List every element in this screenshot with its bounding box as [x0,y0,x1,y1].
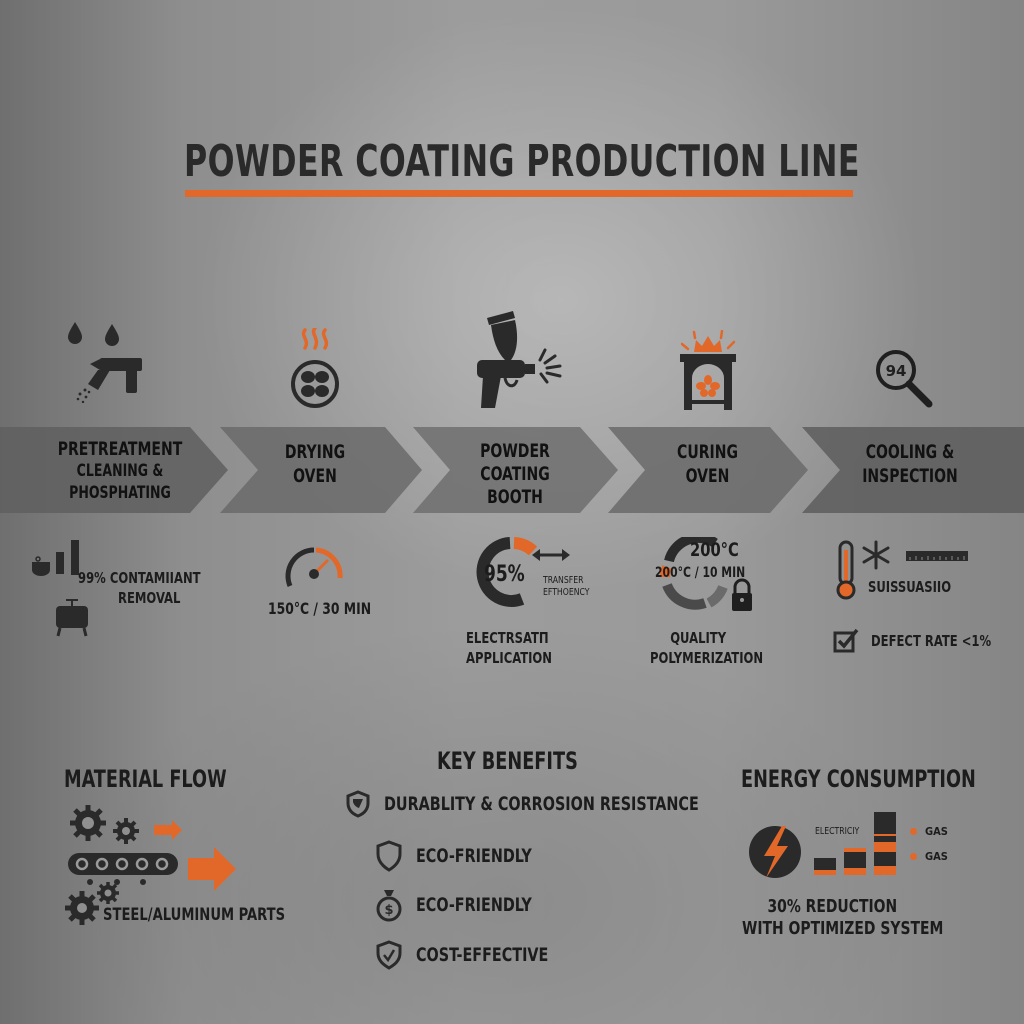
stage-title: BOOTH [487,486,543,508]
spray-gun-icon [477,311,562,408]
ruler-icon [906,551,968,561]
stage-subtitle: CLEANING & [76,461,164,481]
chevron-coating [413,427,618,513]
small-arrow-icon [154,820,182,840]
benefit-label: COST-EFFECTIVE [416,944,549,966]
stage-title: INSPECTION [862,465,958,487]
process-ribbon [0,427,1024,513]
heated-fan-icon [291,328,339,408]
benefit-item: DURABLITY & CORROSION RESISTANCE [346,790,759,818]
cooling-garbled-text: SUISSUASIIO [868,578,952,596]
stage-drying: DRYING OVEN [270,440,360,488]
stage-title: PRETREATMENT [57,438,183,460]
energy-caption: 30% REDUCTION WITH OPTIMIZED SYSTEM [742,896,944,940]
lightning-bolt-icon [749,826,801,878]
material-flow-title: MATERIAL FLOW [64,765,227,793]
gauge-icon [285,547,343,587]
checkbox-icon [833,628,859,653]
key-benefits-title: KEY BENEFITS [437,747,578,775]
chevron-curing [608,427,808,513]
magnifier-icon: 94 [876,350,933,408]
legend-swatch [910,828,917,835]
stage-title: OVEN [293,465,337,487]
gear-icon [97,882,119,904]
large-arrow-icon [188,847,236,891]
energy-caption-line2: WITH OPTIMIZED SYSTEM [742,918,944,939]
gear-icon [70,805,106,841]
gear-icon [113,818,139,844]
conveyor-gears-icon [65,805,236,925]
defect-rate: DEFECT RATE <1% [871,632,992,650]
benefit-item: ECO-FRIENDLY [376,840,554,872]
curing-quality: QUALITY POLYMERIZATION [650,628,764,668]
stage-curing: CURING OVEN [660,440,754,488]
energy-title: ENERGY CONSUMPTION [741,765,976,793]
stage-title: POWDER [480,440,550,462]
benefit-label: ECO-FRIENDLY [416,845,532,867]
stage-title: COATING [480,463,550,485]
coating-method-line1: ELECTRSATΠ [466,629,549,647]
shield-filled-icon [346,790,370,818]
snowflake-icon [862,540,890,570]
stage-cooling: COOLING & INSPECTION [857,440,964,488]
transfer-line1: TRANSFER [543,575,584,586]
energy-caption-line1: 30% REDUCTION [767,896,898,917]
legend-swatch [910,853,917,860]
shield-outline-icon [376,840,402,872]
legend-label: GAS [925,850,948,863]
chevron-pretreatment [0,427,228,513]
benefit-item: $ ECO-FRIENDLY [376,888,554,922]
benefit-label: ECO-FRIENDLY [416,894,532,916]
stage-pretreatment: PRETREATMENT CLEANING & PHOSPHATING [54,438,185,504]
thermometer-icon [836,540,856,600]
energy-chart [749,812,896,878]
energy-bar-label: ELECTRICIY [815,826,860,837]
benefit-label: DURABLITY & CORROSION RESISTANCE [384,793,699,815]
conveyor-belt-icon [68,853,178,875]
stage-title: CURING [677,441,738,463]
coating-efficiency-percent: 95% [484,562,525,587]
title-underline [185,190,853,197]
transfer-line2: EFTHOENCY [543,587,590,598]
coating-transfer-label: TRANSFER EFTHOENCY [543,575,589,599]
coating-method: ELECTRSATΠ APPLICATION [466,628,552,668]
curing-quality-line1: QUALITY [670,629,727,647]
curing-quality-line2: POLYMERIZATION [650,649,764,667]
stage-title: DRYING [284,441,346,463]
drying-temp-time: 150°C / 30 MIN [268,599,372,618]
shield-check-icon [376,940,402,970]
stage-title: COOLING & [865,441,955,463]
stage-title: OVEN [685,465,730,487]
gear-icon [65,891,99,925]
page-title: POWDER COATING PRODUCTION LINE [184,136,860,187]
curing-temp-time: 200°C / 10 MIN [655,565,746,581]
stage-subtitle: PHOSPHATING [69,483,171,503]
legend-item-gas-1: GAS [910,825,948,838]
donut-arrow-icon [476,537,570,607]
energy-bar-chart [814,812,896,875]
chevron-drying [220,427,422,513]
cooling-icons [836,540,968,600]
oven-flame-icon [680,330,736,410]
pretreatment-removal-line1: 99% CONTAMIIANT [78,569,201,587]
benefit-item: COST-EFFECTIVE [376,940,574,970]
pretreatment-removal-line2: REMOVAL [118,589,181,607]
curing-temp: 200°C [690,539,739,561]
tank-bar-chart-icon [32,540,88,637]
curing-ring-icon [660,537,752,611]
legend-item-gas-2: GAS [910,850,948,863]
money-bag-icon: $ [376,890,402,922]
spray-gun-droplets-icon [68,322,142,403]
coating-method-line2: APPLICATION [466,649,553,667]
legend-label: GAS [925,825,948,838]
lock-icon [732,578,752,611]
stage-coating: POWDER COATING BOOTH [466,440,564,509]
magnifier-text: 94 [886,362,907,380]
material-flow-caption: STEEL/ALUMINUM PARTS [103,905,286,925]
chevron-cooling [802,427,1024,513]
svg-text:$: $ [384,903,393,918]
